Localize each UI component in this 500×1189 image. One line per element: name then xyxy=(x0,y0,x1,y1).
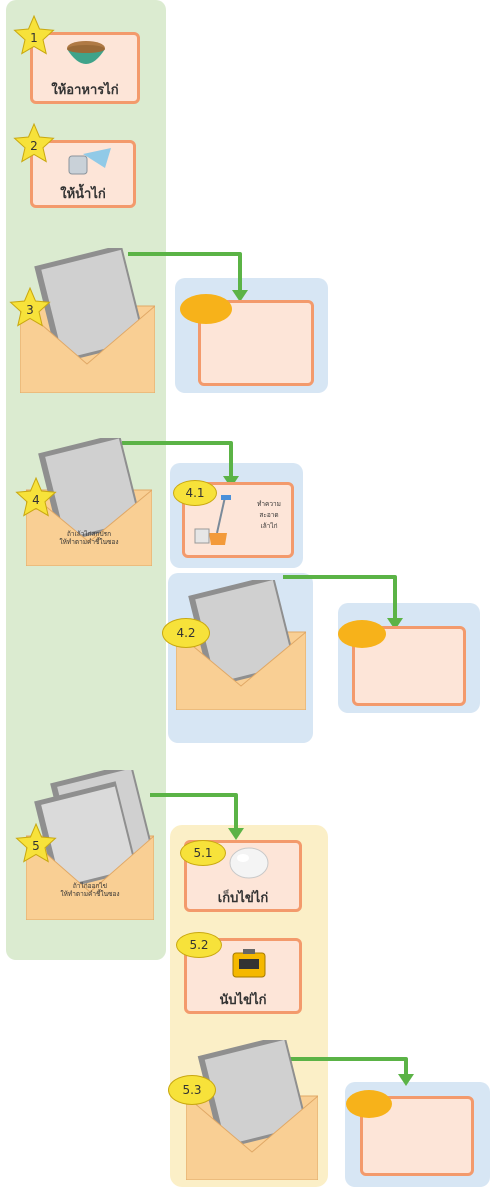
step1-number: 1 xyxy=(30,31,38,45)
egg-icon xyxy=(229,847,269,879)
arrow-step3 xyxy=(128,252,242,292)
step4-envelope-icon[interactable]: ถ้าเล้าไก่สกปรก ให้ทำตามคำชี้ในซอง xyxy=(26,438,152,566)
step5-3-envelope-icon[interactable] xyxy=(186,1040,318,1180)
step1-label: ให้อาหารไก่ xyxy=(51,83,119,98)
arrow-step4-2 xyxy=(283,575,397,620)
arrow-step5-3 xyxy=(290,1057,408,1076)
step5-3-number-oval xyxy=(346,1090,392,1118)
step2-label: ให้น้ำไก่ xyxy=(60,187,106,202)
step2-star-badge: 2 xyxy=(12,122,56,166)
step5-1-label: เก็บไข่ไก่ xyxy=(217,891,269,906)
step5-1-badge: 5.1 xyxy=(180,840,226,866)
step2-card[interactable]: ให้น้ำไก่ xyxy=(30,140,136,208)
arrow-step5 xyxy=(150,793,238,830)
step3-star-badge: 3 xyxy=(8,286,52,330)
feed-bowl-icon xyxy=(67,41,105,64)
step5-2-badge: 5.2 xyxy=(176,932,222,958)
step4-2-badge: 4.2 xyxy=(162,618,210,648)
step1-star-badge: 1 xyxy=(12,14,56,58)
step5-envelope-icon[interactable]: ถ้าไก่ออกไข่ ให้ทำตามคำชี้ในซอง xyxy=(26,770,154,920)
step3-number-oval xyxy=(180,294,232,324)
step5-2-label: นับไข่ไก่ xyxy=(219,993,267,1008)
water-dispenser-icon xyxy=(68,148,111,175)
step1-card[interactable]: ให้อาหารไก่ xyxy=(30,32,140,104)
step4-star-badge: 4 xyxy=(14,476,58,520)
step3-envelope-icon[interactable] xyxy=(20,248,155,393)
mop-bucket-icon xyxy=(194,495,231,545)
step5-star-badge: 5 xyxy=(14,822,58,866)
step5-3-badge: 5.3 xyxy=(168,1075,216,1105)
arrow-step4 xyxy=(122,441,233,478)
step2-number: 2 xyxy=(30,139,38,153)
step5-1-card[interactable]: เก็บไข่ไก่ xyxy=(184,840,302,912)
counter-icon xyxy=(232,949,266,978)
step4-note: ถ้าเล้าไก่สกปรก ให้ทำตามคำชี้ในซอง xyxy=(59,530,119,546)
step5-note: ถ้าไก่ออกไข่ ให้ทำตามคำชี้ในซอง xyxy=(60,882,120,898)
step4-2-number-oval xyxy=(338,620,386,648)
step4-1-text: ทำความ สะอาด เล้าไก่ xyxy=(257,500,281,530)
step4-number: 4 xyxy=(32,493,40,507)
step4-1-badge: 4.1 xyxy=(173,480,217,506)
step5-number: 5 xyxy=(32,839,40,853)
step3-number: 3 xyxy=(26,303,34,317)
